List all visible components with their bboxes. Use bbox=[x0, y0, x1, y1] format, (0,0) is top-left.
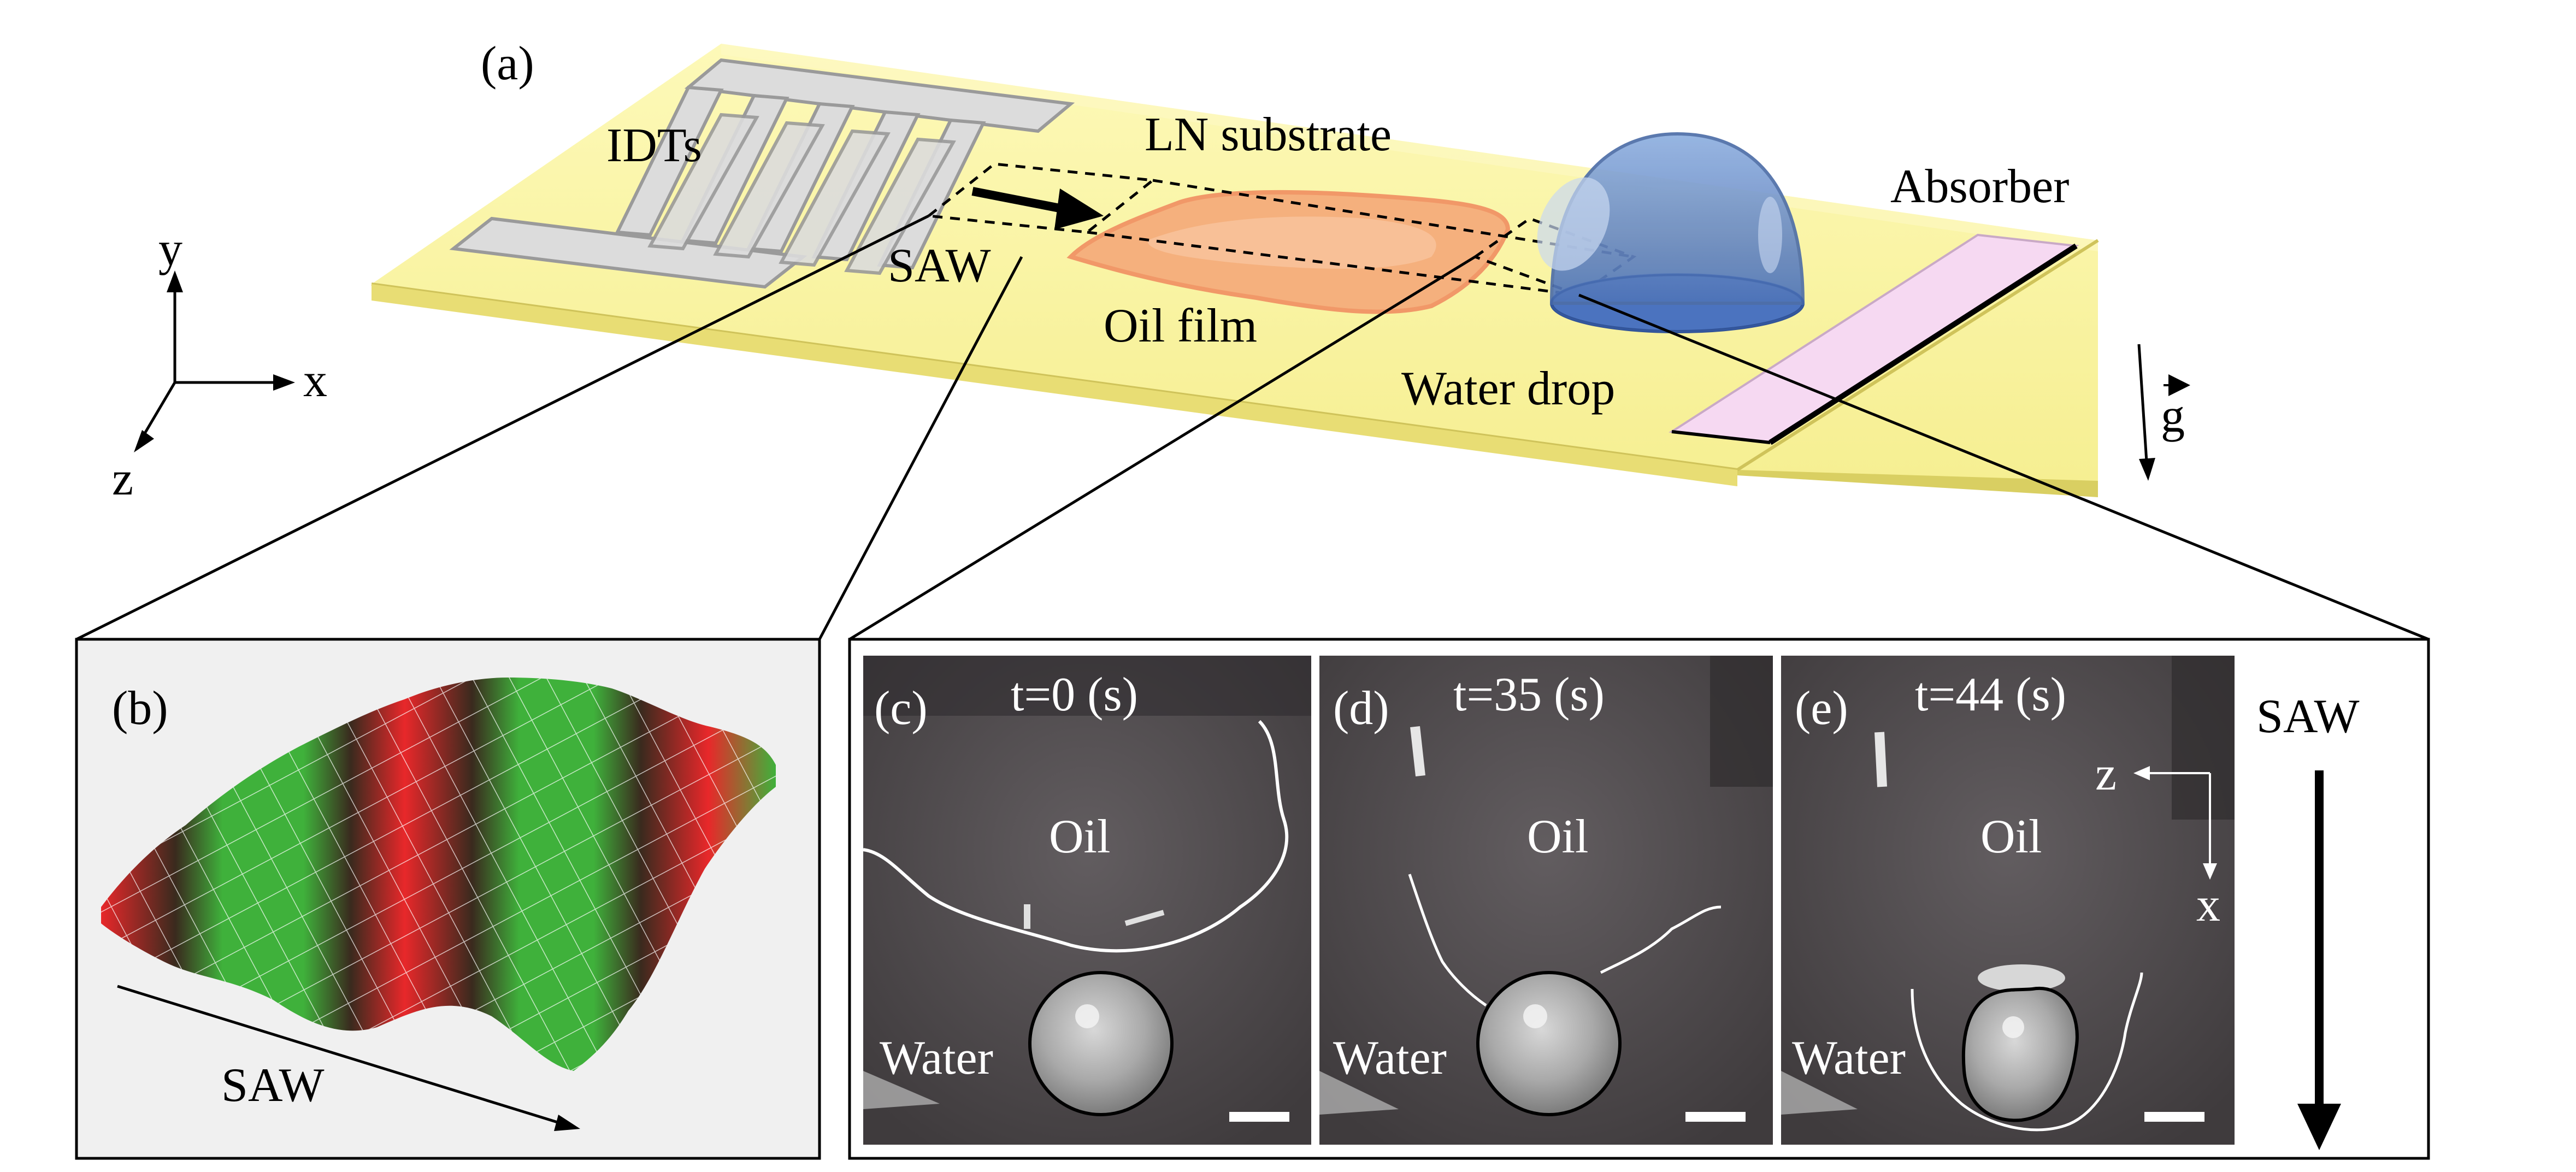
panel-e-axes: z x bbox=[2095, 747, 2220, 932]
water-drop-label: Water drop bbox=[1401, 362, 1615, 415]
panel-c-water-label: Water bbox=[880, 1032, 993, 1085]
idts-label: IDTs bbox=[606, 119, 702, 172]
photo-panel-e: (e) t=44 (s) Oil Water z x bbox=[1781, 656, 2235, 1145]
oil-film-label: Oil film bbox=[1104, 299, 1257, 352]
panel-c-oil-label: Oil bbox=[1049, 810, 1110, 863]
saw-label-right: SAW bbox=[2256, 690, 2360, 743]
water-drop bbox=[1537, 132, 1805, 333]
coordinate-axes bbox=[134, 270, 295, 452]
ln-substrate-label: LN substrate bbox=[1145, 108, 1392, 161]
panel-d-water-label: Water bbox=[1333, 1032, 1447, 1085]
panel-e-tag: (e) bbox=[1795, 682, 1848, 735]
idts bbox=[449, 58, 1075, 289]
panel-d-tag: (d) bbox=[1333, 682, 1389, 735]
axis-z-label: z bbox=[112, 452, 133, 505]
panel-a-tag: (a) bbox=[481, 37, 534, 90]
saw-arrow-right bbox=[2297, 770, 2341, 1150]
saw-label-b: SAW bbox=[221, 1059, 325, 1112]
panel-c-time: t=0 (s) bbox=[1011, 668, 1138, 721]
panel-e-time: t=44 (s) bbox=[1915, 668, 2066, 721]
panels-cde: (c) t=0 (s) Oil Water (d) t=35 (s) Oil W… bbox=[848, 638, 2430, 1160]
saw-label-a: SAW bbox=[888, 239, 991, 292]
saw-direction-arrow bbox=[971, 187, 1104, 229]
panel-c-tag: (c) bbox=[874, 682, 928, 735]
panel-e-oil-label: Oil bbox=[1980, 810, 2042, 863]
photo-panel-c: (c) t=0 (s) Oil Water bbox=[863, 656, 1311, 1145]
panel-d-oil-label: Oil bbox=[1527, 810, 1588, 863]
gravity-label: g bbox=[2161, 390, 2185, 443]
panel-e-axis-x: x bbox=[2196, 879, 2220, 932]
oil-film bbox=[1066, 190, 1511, 314]
panel-e-axis-z: z bbox=[2095, 747, 2117, 800]
axis-x-label: x bbox=[303, 354, 327, 407]
panel-e-water-label: Water bbox=[1792, 1032, 1906, 1085]
saw-arrow-b bbox=[117, 985, 569, 1127]
saw-wave-surface bbox=[101, 678, 776, 1071]
absorber bbox=[1669, 233, 2079, 445]
panel-d-time: t=35 (s) bbox=[1453, 668, 1605, 721]
panel-a: (a) IDTs LN substrate SAW Oil film Water… bbox=[75, 37, 2429, 641]
axis-y-label: y bbox=[158, 223, 182, 276]
panel-b: (b) SAW bbox=[75, 638, 821, 1160]
photo-panel-d: (d) t=35 (s) Oil Water bbox=[1319, 656, 1773, 1145]
absorber-label: Absorber bbox=[1890, 160, 2069, 213]
gravity-arrow: g bbox=[2137, 344, 2190, 481]
panel-b-tag: (b) bbox=[112, 682, 168, 735]
zoom-callout-lines bbox=[75, 214, 2429, 641]
